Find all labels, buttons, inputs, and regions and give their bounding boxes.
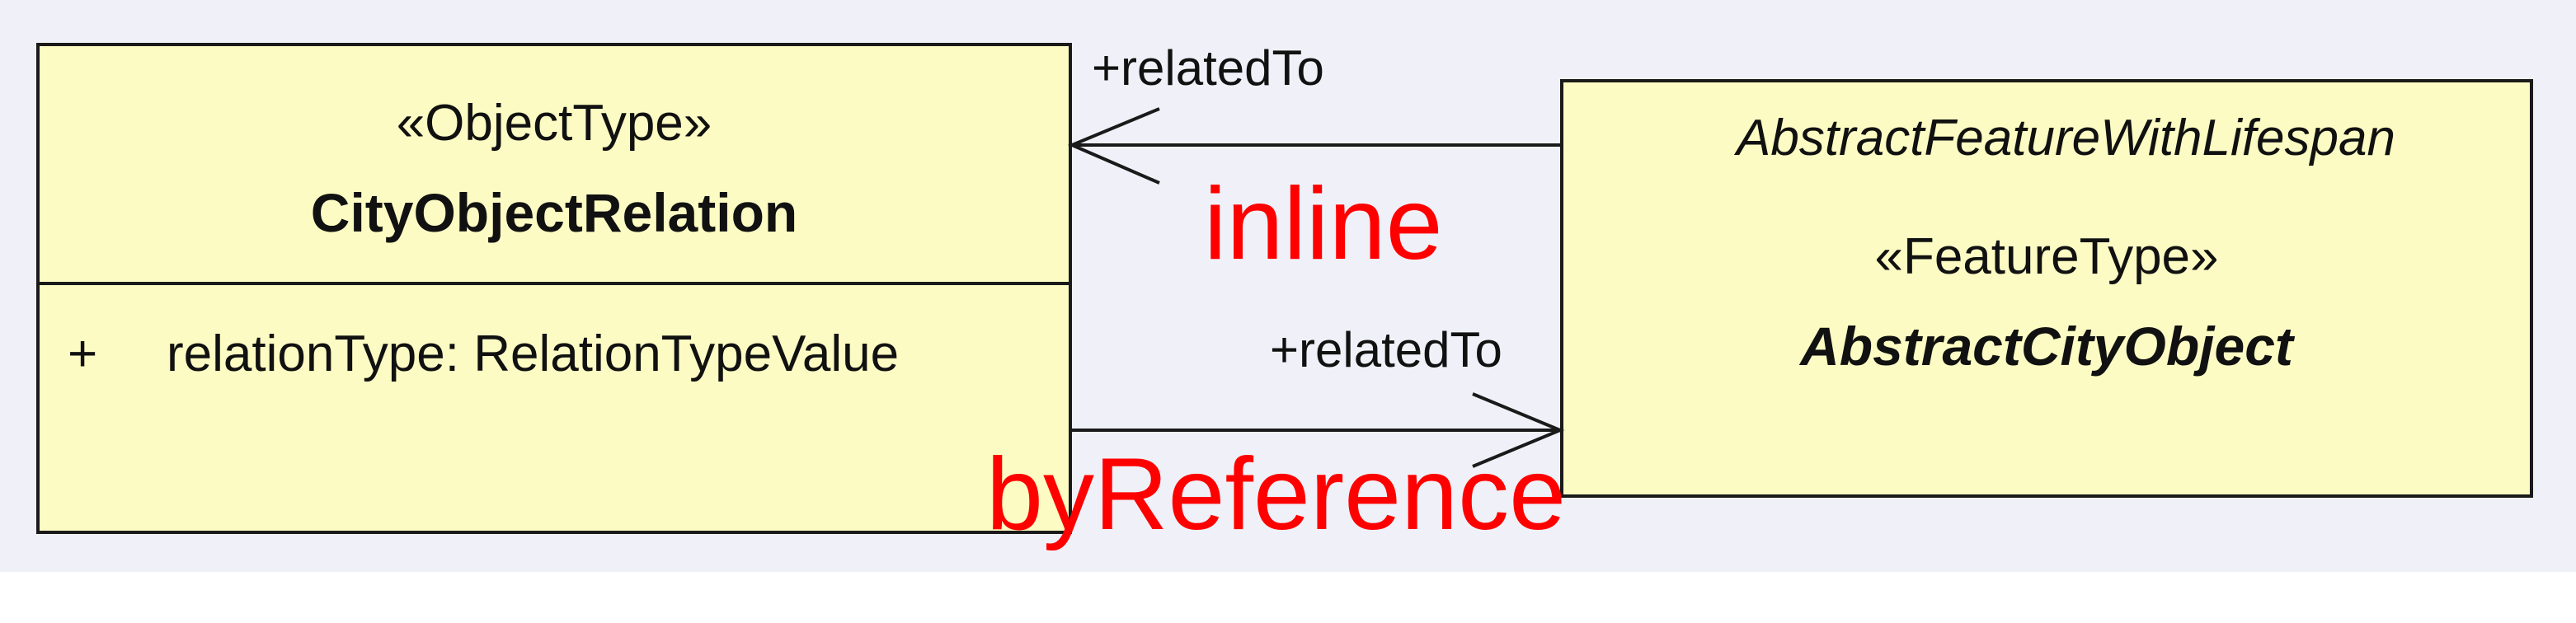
annotation-inline: inline — [1204, 167, 1443, 281]
generalization-label: AbstractFeatureWithLifespan — [1737, 110, 2395, 166]
attribute-row[interactable]: + relationType: RelationTypeValue — [68, 325, 899, 383]
attribute-text: relationType: RelationTypeValue — [167, 326, 900, 382]
association-bottom[interactable] — [1072, 392, 1565, 468]
association-top[interactable] — [1067, 107, 1560, 185]
annotation-by-reference: byReference — [986, 438, 1567, 551]
arrowhead-right-icon — [1472, 392, 1565, 468]
class-name: CityObjectRelation — [310, 182, 798, 243]
role-label-top: +relatedTo — [1092, 40, 1324, 96]
class-abstract-city-object[interactable]: AbstractFeatureWithLifespan «FeatureType… — [1560, 79, 2533, 498]
class-city-object-relation[interactable]: «ObjectType» CityObjectRelation + relatio… — [36, 43, 1072, 534]
class-stereotype: «ObjectType» — [396, 95, 712, 152]
diagram-canvas: «ObjectType» CityObjectRelation + relatio… — [0, 0, 2576, 572]
arrowhead-left-icon — [1067, 107, 1160, 185]
class-header: «ObjectType» CityObjectRelation — [40, 46, 1069, 285]
class-name: AbstractCityObject — [1800, 316, 2293, 377]
attribute-visibility: + — [68, 326, 98, 382]
class-stereotype: «FeatureType» — [1874, 228, 2219, 285]
role-label-bottom: +relatedTo — [1270, 322, 1502, 377]
